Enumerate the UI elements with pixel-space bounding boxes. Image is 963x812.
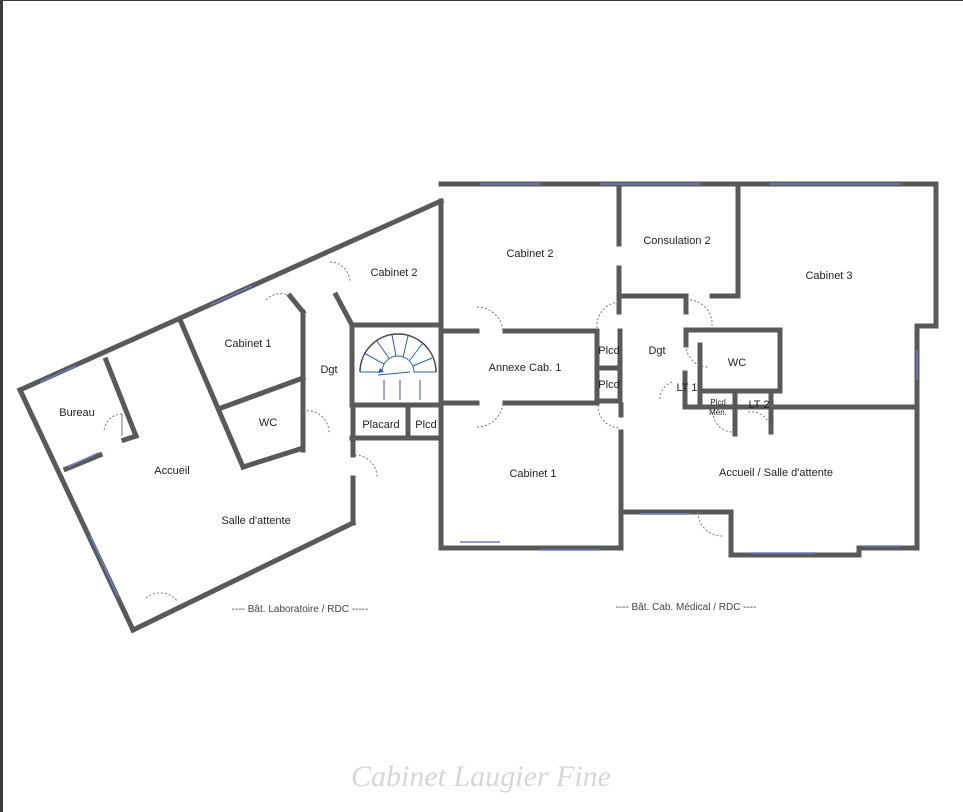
room-accueil-med: Accueil / Salle d'attente [719,467,833,479]
room-cabinet1-med: Cabinet 1 [509,468,556,480]
room-wc-labo: WC [259,417,277,429]
room-plcd-men-line2: Mén. [709,408,727,417]
room-bureau: Bureau [59,407,94,419]
caption-laboratoire: ---- Bât. Laboratoire / RDC ----- [232,604,369,615]
room-cabinet3: Cabinet 3 [805,270,852,282]
room-consultation2: Consulation 2 [643,235,710,247]
room-plcd-stair: Plcd [415,419,436,431]
room-accueil-labo: Accueil [154,465,189,477]
watermark: Cabinet Laugier Fine [351,760,611,793]
room-salle-attente-labo: Salle d'attente [221,515,290,527]
caption-medical: ---- Bât. Cab. Médical / RDC ---- [615,602,756,613]
room-wc-med: WC [728,357,746,369]
room-cabinet1-labo: Cabinet 1 [224,338,271,350]
room-cabinet2-labo: Cabinet 2 [370,267,417,279]
room-plcd-a: Plcd [598,345,619,357]
room-dgt-labo: Dgt [320,364,337,376]
spiral-staircase [359,333,437,400]
room-annexe: Annexe Cab. 1 [489,362,562,374]
room-dgt-med: Dgt [648,345,665,357]
room-cabinet2-med: Cabinet 2 [506,248,553,260]
frame-top-border [0,0,963,1]
windows [39,183,918,598]
room-labels: Bureau Accueil Salle d'attente Cabinet 1… [59,235,852,527]
room-plcd-b: Plcd [598,379,619,391]
frame-left-border [0,0,3,812]
room-lt1: LT 1 [677,382,698,394]
room-plcd-men-line1: Plcd [710,398,726,407]
doors [103,261,772,603]
room-lt2: LT 2 [749,399,770,411]
room-placard: Placard [362,419,399,431]
